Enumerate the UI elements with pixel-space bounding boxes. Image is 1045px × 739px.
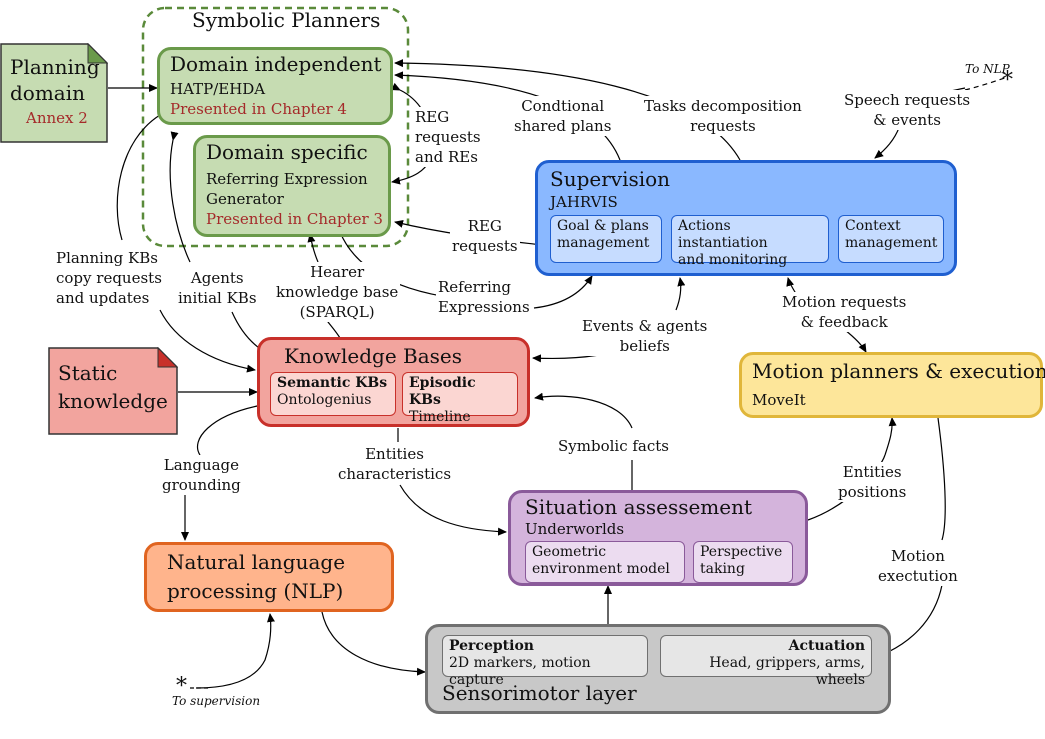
semantic-kbs-module[interactable]: Semantic KBs Ontologenius	[270, 372, 396, 416]
module-line2: and monitoring	[678, 252, 788, 268]
planning-domain-line3: Annex 2	[26, 109, 88, 127]
symbolic-planners-container	[141, 6, 410, 248]
arrow-symbolic-facts-up	[534, 392, 633, 429]
knowledge-bases-box[interactable]: Knowledge Bases Semantic KBs Ontologeniu…	[257, 337, 530, 427]
domain-independent-line1: HATP/EHDA	[170, 80, 266, 98]
supervision-subtitle: JAHRVIS	[550, 193, 618, 211]
symbolic-planners-title: Symbolic Planners	[192, 8, 381, 32]
nlp-line1: Natural language	[167, 550, 346, 574]
domain-independent-box[interactable]: Domain independent HATP/EHDA Presented i…	[157, 47, 393, 125]
arrow-language-grounding	[196, 404, 263, 456]
domain-independent-line2: Presented in Chapter 4	[170, 100, 347, 118]
label-to-supervision: To supervision	[172, 694, 261, 708]
arrow-events-up	[675, 277, 686, 311]
module-line2: taking	[700, 561, 745, 577]
label-motion-requests: Motion requests& feedback	[780, 292, 909, 332]
motion-planners-title: Motion planners & execution	[752, 359, 1045, 383]
module-line1: Geometric	[532, 544, 607, 560]
star-icon-top: *	[1002, 68, 1013, 93]
domain-specific-line3: Presented in Chapter 3	[206, 210, 383, 228]
motion-planners-box[interactable]: Motion planners & execution MoveIt	[739, 352, 1045, 418]
nlp-line2: processing (NLP)	[167, 579, 344, 603]
planning-domain-line1: Planning	[10, 55, 100, 79]
to-nlp-dash	[964, 77, 1006, 91]
module-line1: Actions instantiation	[678, 218, 768, 251]
supervision-module-goal[interactable]: Goal & plans management	[550, 215, 662, 263]
arrow-entities-positions-up	[884, 417, 897, 456]
static-knowledge-note[interactable]: Static knowledge	[48, 347, 178, 435]
module-line2: management	[845, 235, 938, 251]
nlp-box[interactable]: Natural language processing (NLP)	[144, 542, 394, 612]
arrow-motion-feedback	[844, 329, 867, 353]
note-shape-icon	[48, 347, 178, 435]
note-shape-icon	[0, 43, 108, 143]
arrow-hearer-up	[307, 233, 319, 263]
arrow-referring-to-sup	[533, 275, 593, 309]
module-line1: Perspective	[700, 544, 783, 560]
domain-specific-title: Domain specific	[206, 140, 368, 164]
geometric-model-module[interactable]: Geometric environment model	[525, 541, 685, 583]
arrow-motion-exec	[937, 417, 946, 541]
supervision-module-context[interactable]: Context management	[838, 215, 944, 263]
supervision-title: Supervision	[550, 167, 671, 191]
module-sub: Ontologenius	[277, 392, 372, 408]
arrow-planning-kbs-down	[159, 309, 256, 373]
planning-domain-note[interactable]: Planning domain Annex 2	[0, 43, 108, 143]
module-title: Perception	[449, 638, 534, 654]
arrow-nlp-sensorimotor	[316, 603, 426, 676]
static-knowledge-line2: knowledge	[58, 389, 168, 413]
domain-specific-box[interactable]: Domain specific Referring Expression Gen…	[193, 135, 391, 237]
planning-domain-line2: domain	[10, 81, 86, 105]
module-sub: 2D markers, motion capture	[449, 655, 591, 688]
module-title: Actuation	[788, 638, 865, 654]
sensorimotor-box[interactable]: Perception 2D markers, motion capture Ac…	[425, 624, 891, 714]
situation-assessment-title: Situation assessement	[525, 495, 753, 519]
perspective-taking-module[interactable]: Perspective taking	[693, 541, 793, 583]
arrow-entities-char-down	[399, 484, 507, 536]
domain-independent-title: Domain independent	[170, 52, 382, 76]
label-to-nlp: To NLP	[965, 62, 1010, 76]
star-icon-bottom: *	[176, 674, 187, 699]
knowledge-bases-title: Knowledge Bases	[284, 344, 462, 368]
static-knowledge-line1: Static	[58, 361, 118, 385]
module-sub: Head, grippers, arms, wheels	[709, 655, 865, 688]
situation-assessment-box[interactable]: Situation assessement Underworlds Geomet…	[508, 490, 808, 586]
perception-module[interactable]: Perception 2D markers, motion capture	[442, 635, 648, 688]
module-title: Semantic KBs	[277, 375, 388, 391]
module-line2: environment model	[532, 561, 670, 577]
situation-assessment-subtitle: Underworlds	[525, 520, 625, 538]
arrow-agents-initial	[169, 131, 191, 263]
arrow-planning-kbs	[116, 114, 161, 241]
sensorimotor-title: Sensorimotor layer	[442, 681, 637, 705]
actuation-module[interactable]: Actuation Head, grippers, arms, wheels	[660, 635, 872, 688]
module-title: Episodic KBs	[409, 375, 476, 408]
domain-specific-line1: Referring Expression	[206, 170, 368, 188]
module-line1: Context	[845, 218, 901, 234]
module-line2: management	[557, 235, 650, 251]
domain-specific-line2: Generator	[206, 190, 284, 208]
arrow-to-supervision	[195, 613, 275, 689]
module-line1: Goal & plans	[557, 218, 649, 234]
label-symbolic-facts: Symbolic facts	[556, 436, 671, 456]
module-sub: Timeline	[409, 409, 471, 425]
motion-planners-subtitle: MoveIt	[752, 391, 806, 409]
label-speech-requests: Speech requests& events	[842, 90, 973, 130]
supervision-box[interactable]: Supervision JAHRVIS Goal & plans managem…	[535, 160, 957, 276]
supervision-module-actions[interactable]: Actions instantiation and monitoring	[671, 215, 829, 268]
episodic-kbs-module[interactable]: Episodic KBs Timeline	[402, 372, 518, 425]
